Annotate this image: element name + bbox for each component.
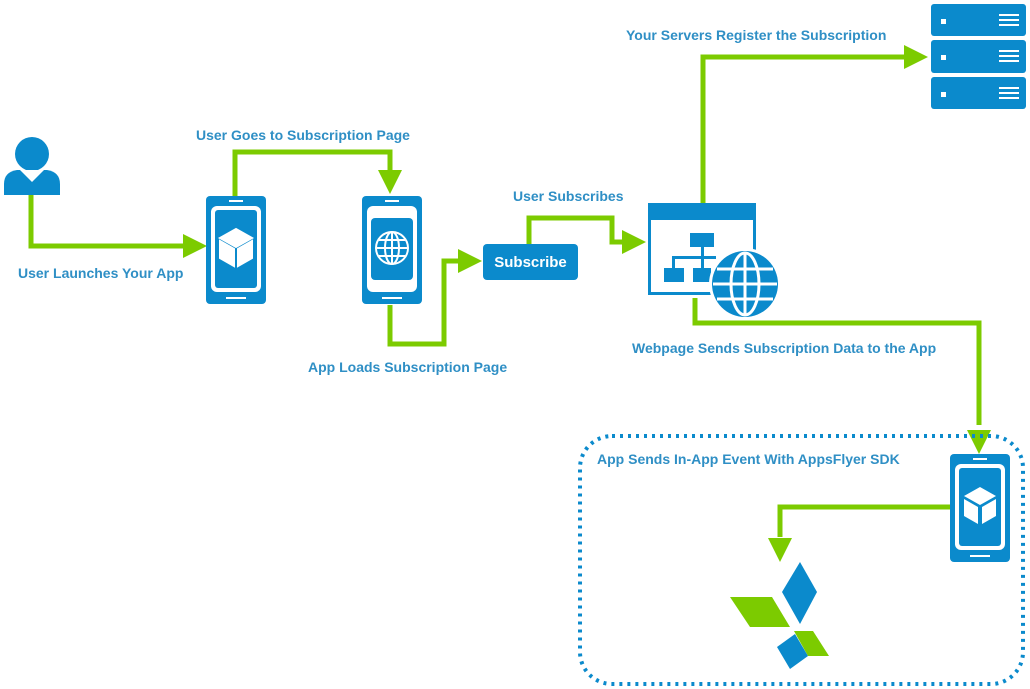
server-unit xyxy=(931,77,1026,109)
connector-webpage-to-servers xyxy=(700,54,906,206)
connector-app-to-appsflyer xyxy=(777,504,950,537)
arrowhead-appsflyer xyxy=(768,538,792,562)
arrowhead-app xyxy=(183,234,207,258)
cube-icon xyxy=(964,487,996,524)
label-servers-register: Your Servers Register the Subscription xyxy=(626,27,887,43)
label-user-subscribes: User Subscribes xyxy=(513,188,624,204)
sitemap-icon xyxy=(664,233,716,282)
webpage-sitemap-globe-icon xyxy=(648,203,781,320)
subscribe-button[interactable]: Subscribe xyxy=(483,244,578,280)
user-icon xyxy=(4,137,60,195)
server-unit xyxy=(931,4,1026,36)
label-goes-to-page: User Goes to Subscription Page xyxy=(196,127,410,143)
cube-icon xyxy=(217,227,255,268)
server-stack-icon xyxy=(931,4,1026,109)
connector-user-to-app xyxy=(28,195,186,249)
globe-icon xyxy=(375,231,409,265)
label-app-sends-event: App Sends In-App Event With AppsFlyer SD… xyxy=(597,451,900,467)
appsflyer-logo-icon xyxy=(730,562,829,669)
arrowhead-servers xyxy=(904,45,928,69)
arrowhead-subscribe xyxy=(458,249,482,273)
arrowheads xyxy=(183,45,991,562)
connectors xyxy=(28,54,982,537)
phone-browser-icon xyxy=(362,196,422,304)
label-user-launches: User Launches Your App xyxy=(18,265,184,281)
connector-app-to-subscription-page xyxy=(232,149,393,198)
connector-webpage-to-app xyxy=(692,298,982,425)
arrowhead-subscription-page xyxy=(378,170,402,194)
phone-app-icon xyxy=(950,454,1010,562)
arrowhead-app-bottom xyxy=(967,430,991,454)
sdk-container-border xyxy=(578,434,1025,686)
connector-page-to-subscribe xyxy=(387,258,462,347)
label-app-loads: App Loads Subscription Page xyxy=(308,359,508,375)
server-unit xyxy=(931,40,1026,73)
arrowhead-webpage xyxy=(622,230,646,254)
globe-icon xyxy=(709,248,781,320)
phone-app-icon xyxy=(206,196,266,304)
label-webpage-sends: Webpage Sends Subscription Data to the A… xyxy=(632,340,937,356)
connector-subscribe-to-webpage xyxy=(526,215,625,245)
